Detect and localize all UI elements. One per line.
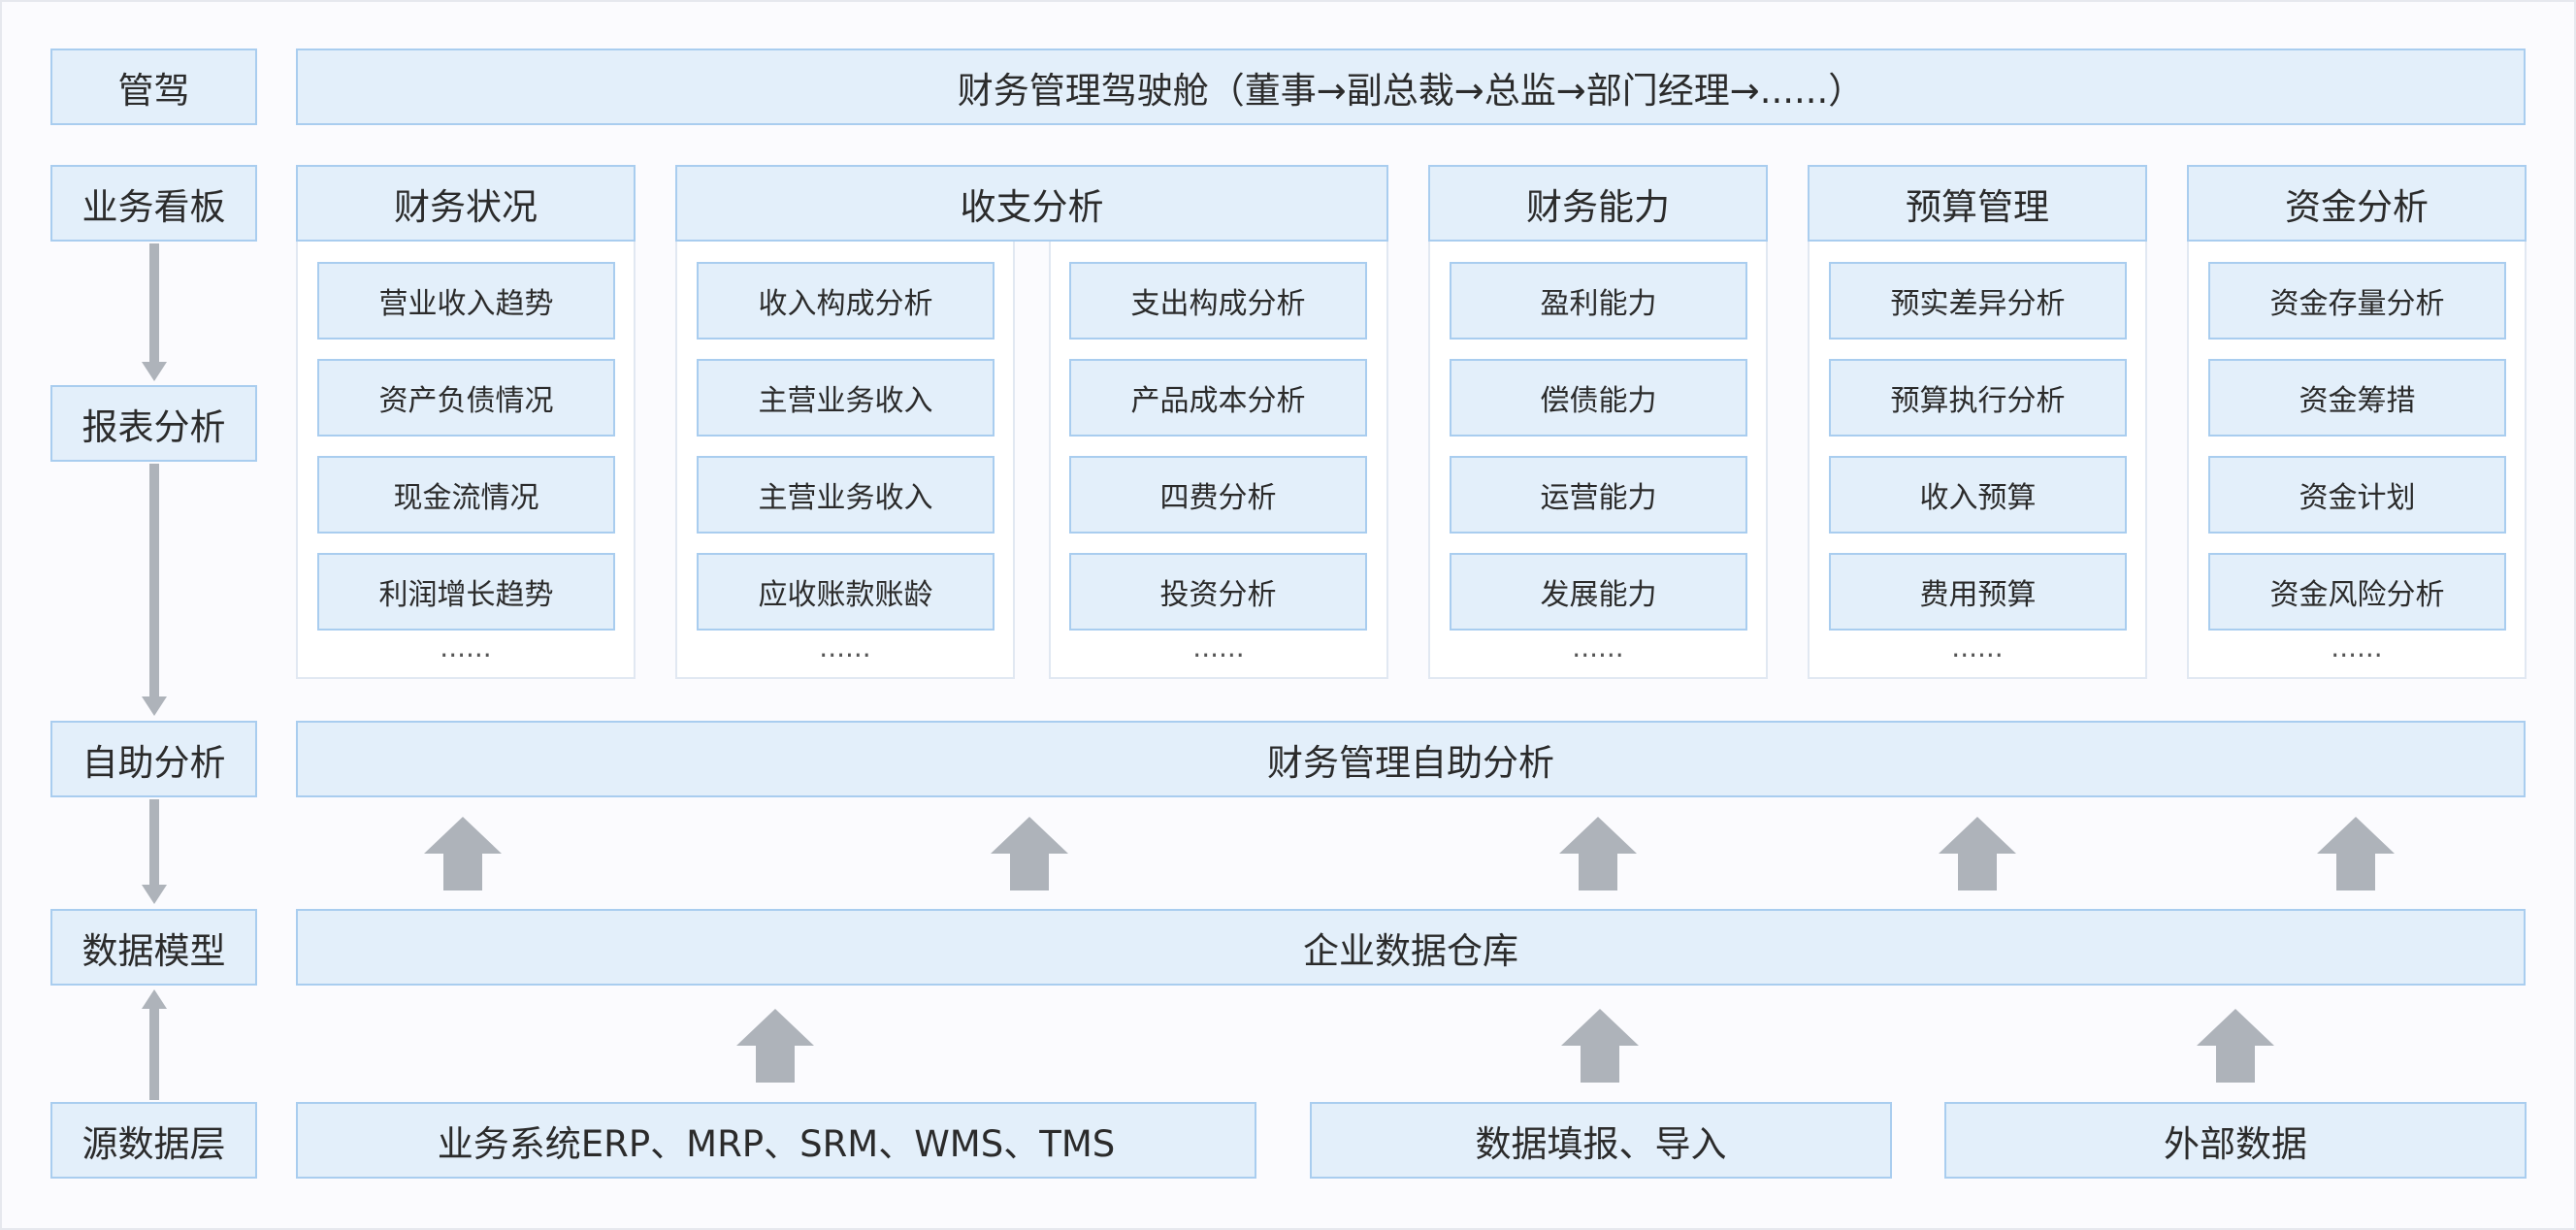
list-item: 投资分析 <box>1069 553 1367 631</box>
list-item: 偿债能力 <box>1450 359 1747 437</box>
list-item: 四费分析 <box>1069 456 1367 534</box>
source-external-data: 外部数据 <box>1944 1102 2527 1179</box>
list-item: 费用预算 <box>1829 553 2127 631</box>
ellipsis: ...... <box>1572 631 1624 664</box>
cockpit-banner: 财务管理驾驶舱（董事→副总裁→总监→部门经理→......） <box>296 49 2526 125</box>
list-item: 发展能力 <box>1450 553 1747 631</box>
up-arrow-icon <box>991 817 1068 890</box>
layer-label-cockpit: 管驾 <box>50 49 257 125</box>
list-item: 资金风险分析 <box>2208 553 2506 631</box>
list-item: 利润增长趋势 <box>317 553 615 631</box>
list-item: 主营业务收入 <box>697 359 995 437</box>
column-title: 预算管理 <box>1808 165 2147 242</box>
column-title: 收支分析 <box>675 165 1388 242</box>
layer-label-self-service: 自助分析 <box>50 721 257 797</box>
up-arrow-icon <box>2317 817 2395 890</box>
source-business-systems: 业务系统ERP、MRP、SRM、WMS、TMS <box>296 1102 1256 1179</box>
up-arrow-icon <box>1559 817 1637 890</box>
up-arrow-icon <box>736 1009 814 1083</box>
ellipsis: ...... <box>1192 631 1245 664</box>
list-item: 资金计划 <box>2208 456 2506 534</box>
list-item: 资金筹措 <box>2208 359 2506 437</box>
list-item: 预算执行分析 <box>1829 359 2127 437</box>
list-item: 现金流情况 <box>317 456 615 534</box>
column-title: 财务能力 <box>1428 165 1768 242</box>
layer-label-reports: 报表分析 <box>50 385 257 462</box>
self-service-banner: 财务管理自助分析 <box>296 721 2526 797</box>
list-item: 收入构成分析 <box>697 262 995 340</box>
layer-label-data-model: 数据模型 <box>50 909 257 986</box>
list-item: 资产负债情况 <box>317 359 615 437</box>
data-warehouse-banner: 企业数据仓库 <box>296 909 2526 986</box>
list-item: 运营能力 <box>1450 456 1747 534</box>
list-item: 收入预算 <box>1829 456 2127 534</box>
up-arrow-icon <box>1561 1009 1639 1083</box>
column-title: 财务状况 <box>296 165 636 242</box>
ellipsis: ...... <box>819 631 871 664</box>
down-arrow-icon <box>142 243 167 381</box>
layer-label-dashboard: 业务看板 <box>50 165 257 242</box>
list-item: 产品成本分析 <box>1069 359 1367 437</box>
layer-label-source: 源数据层 <box>50 1102 257 1179</box>
up-arrow-icon <box>142 989 167 1100</box>
ellipsis: ...... <box>440 631 492 664</box>
up-arrow-icon <box>1939 817 2016 890</box>
list-item: 盈利能力 <box>1450 262 1747 340</box>
ellipsis: ...... <box>2331 631 2383 664</box>
up-arrow-icon <box>424 817 502 890</box>
list-item: 应收账款账龄 <box>697 553 995 631</box>
list-item: 预实差异分析 <box>1829 262 2127 340</box>
list-item: 营业收入趋势 <box>317 262 615 340</box>
source-data-entry-import: 数据填报、导入 <box>1310 1102 1892 1179</box>
list-item: 资金存量分析 <box>2208 262 2506 340</box>
column-title: 资金分析 <box>2187 165 2527 242</box>
up-arrow-icon <box>2197 1009 2274 1083</box>
down-arrow-icon <box>142 799 167 904</box>
list-item: 主营业务收入 <box>697 456 995 534</box>
down-arrow-icon <box>142 464 167 716</box>
ellipsis: ...... <box>1951 631 2004 664</box>
list-item: 支出构成分析 <box>1069 262 1367 340</box>
